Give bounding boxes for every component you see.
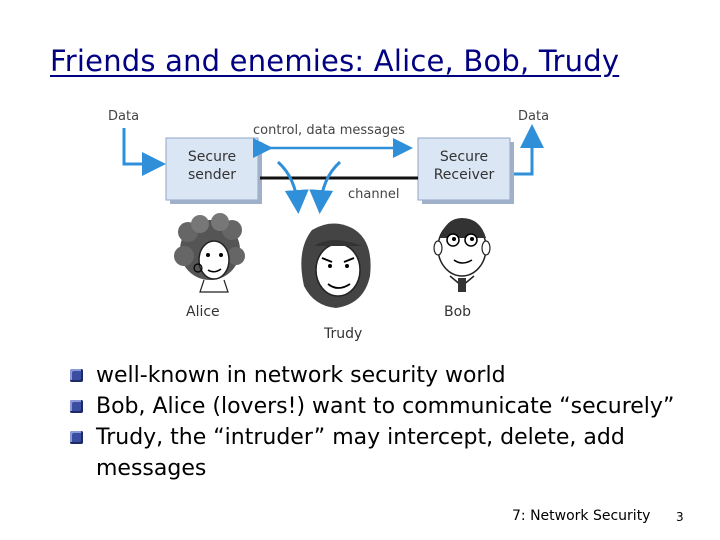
bullet-text: well-known in network security world — [96, 363, 506, 388]
bob-label: Bob — [444, 304, 471, 320]
control-label: control, data messages — [253, 123, 405, 138]
bob-icon — [433, 218, 491, 292]
bullet-list: well-known in network security world Bob… — [70, 360, 690, 484]
bullet-square-icon — [70, 369, 83, 382]
trudy-icon — [301, 223, 371, 308]
trudy-label: Trudy — [323, 326, 362, 342]
sender-label-line1: Secure — [188, 149, 236, 165]
bullet-text: Trudy, the “intruder” may intercept, del… — [96, 425, 625, 481]
bullet-square-icon — [70, 431, 83, 444]
intercept-arrow-right — [309, 160, 342, 214]
receiver-label-line1: Secure — [440, 149, 488, 165]
receiver-label-line2: Receiver — [434, 167, 495, 183]
data-out-arrow — [510, 124, 544, 176]
footer-chapter: 7: Network Security — [512, 508, 651, 524]
data-label-right: Data — [518, 109, 549, 124]
bullet-item: well-known in network security world — [70, 360, 690, 391]
sender-label-line2: sender — [188, 167, 236, 183]
bullet-item: Trudy, the “intruder” may intercept, del… — [70, 422, 690, 484]
slide-title: Friends and enemies: Alice, Bob, Trudy — [50, 44, 620, 78]
alice-icon — [174, 213, 245, 293]
data-in-arrow — [122, 128, 166, 176]
intercept-arrow-left — [276, 160, 309, 214]
alice-label: Alice — [186, 304, 220, 320]
channel-label: channel — [348, 187, 399, 202]
bullet-item: Bob, Alice (lovers!) want to communicate… — [70, 391, 690, 422]
footer-page-number: 3 — [676, 510, 684, 524]
security-diagram: Data Data Secure sender Secure Receiver … — [108, 109, 549, 342]
secure-receiver-box — [417, 137, 511, 201]
bullet-square-icon — [70, 400, 83, 413]
bullet-text: Bob, Alice (lovers!) want to communicate… — [96, 394, 675, 419]
data-label-left: Data — [108, 109, 139, 124]
